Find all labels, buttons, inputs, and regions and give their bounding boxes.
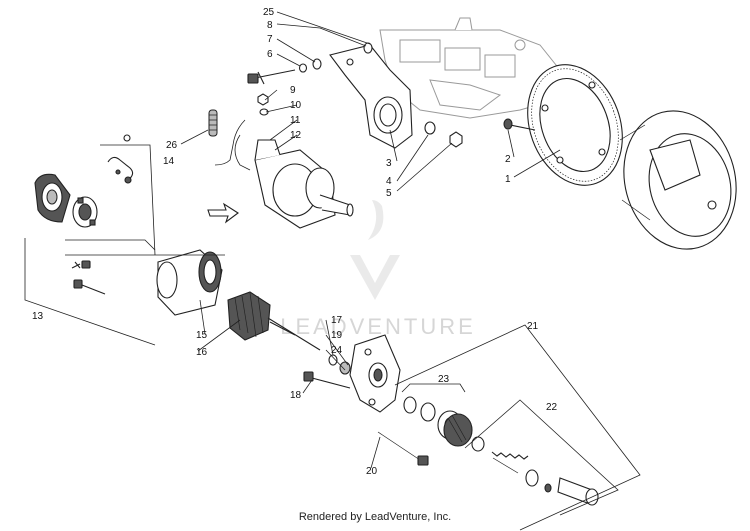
- drive-end-housing: [349, 334, 401, 413]
- watermark-text: LEADVENTURE: [280, 314, 476, 339]
- callout-20: 20: [366, 466, 378, 477]
- bracket-nut: [449, 131, 463, 148]
- engine-block: [379, 17, 561, 119]
- bracket-group-22: [464, 399, 619, 516]
- callout-9: 9: [290, 85, 296, 96]
- lock-washer: [298, 63, 308, 73]
- terminal-nut: [257, 93, 269, 106]
- brush-holder: [72, 196, 98, 228]
- callout-17: 17: [331, 315, 343, 326]
- pinion-gear: [443, 413, 473, 447]
- callout-1: 1: [505, 174, 511, 185]
- starter-cable: [214, 119, 246, 166]
- through-bolt-long: [303, 371, 351, 389]
- starter-mounting-bracket: [329, 44, 413, 149]
- snap-ring: [544, 483, 552, 493]
- flywheel: [619, 110, 737, 250]
- callout-23: 23: [438, 374, 450, 385]
- bushing: [363, 42, 373, 54]
- callout-24: 24: [331, 345, 343, 356]
- starter-motor-assembled: [234, 134, 354, 229]
- callout-4: 4: [386, 176, 392, 187]
- stop-collar: [471, 436, 485, 452]
- small-bolts: [71, 134, 131, 295]
- bracket-group-14: [100, 144, 156, 256]
- ring-gear: [527, 64, 623, 186]
- callout-13: 13: [32, 311, 44, 322]
- callout-7: 7: [267, 34, 273, 45]
- flat-washer: [312, 58, 322, 70]
- field-frame-housing: [156, 249, 223, 316]
- through-bolt: [377, 431, 429, 466]
- callout-3: 3: [386, 158, 392, 169]
- callout-6: 6: [267, 49, 273, 60]
- o-ring: [339, 361, 351, 375]
- callout-26: 26: [166, 140, 178, 151]
- leader-lines: [180, 11, 561, 469]
- callout-5: 5: [386, 188, 392, 199]
- bracket-group-13: [24, 238, 156, 346]
- callout-18: 18: [290, 390, 302, 401]
- callout-14: 14: [163, 156, 175, 167]
- drive-spring: [491, 451, 529, 474]
- direction-arrow: [207, 202, 239, 224]
- armature: [227, 291, 321, 351]
- terminal-washer: [259, 108, 269, 116]
- bracket-group-23: [401, 383, 466, 393]
- callout-16: 16: [196, 347, 208, 358]
- retainer: [525, 469, 539, 487]
- bracket-group-21: [394, 324, 641, 531]
- bracket-washer: [424, 121, 436, 135]
- callout-15: 15: [196, 330, 208, 341]
- callout-19: 19: [331, 330, 343, 341]
- callout-25: 25: [263, 7, 275, 18]
- footer-credit: Rendered by LeadVenture, Inc.: [298, 511, 452, 523]
- ring-gear-bolt: [503, 118, 536, 131]
- drive-washer-1: [403, 396, 417, 414]
- callout-8: 8: [267, 20, 273, 31]
- end-cap-housing: [34, 173, 71, 223]
- brush-spring-set: [107, 156, 134, 184]
- callout-11: 11: [290, 115, 301, 126]
- callout-12: 12: [290, 130, 302, 141]
- cable-boot: [208, 109, 218, 137]
- callout-2: 2: [505, 154, 511, 165]
- drive-washer-2: [420, 402, 436, 422]
- bracket-bolt: [247, 69, 296, 85]
- watermark-logo: [350, 200, 400, 300]
- callout-10: 10: [290, 100, 302, 111]
- callout-21: 21: [527, 321, 539, 332]
- bracket-starter-tree: [65, 239, 225, 256]
- callout-22: 22: [546, 402, 558, 413]
